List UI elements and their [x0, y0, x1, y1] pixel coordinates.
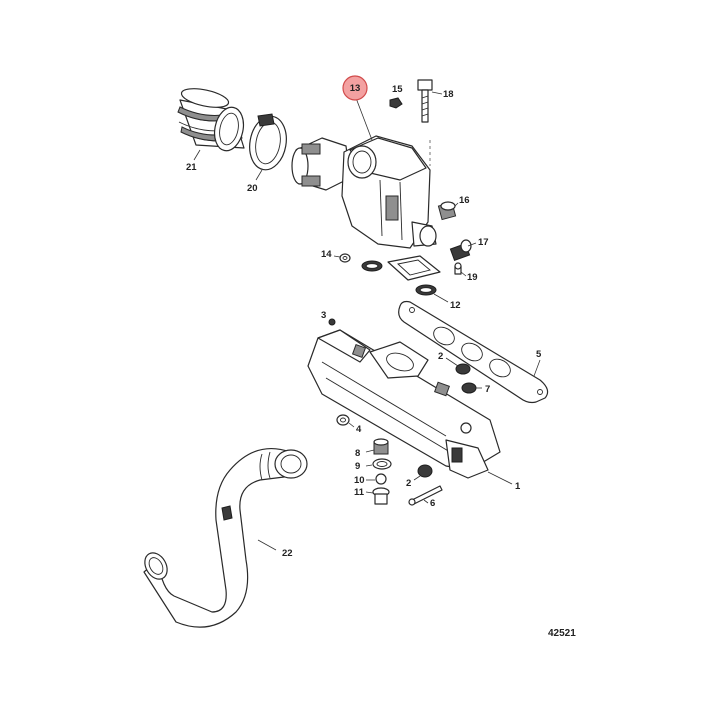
part-14-washer[interactable]	[339, 253, 351, 263]
part-9-seal[interactable]	[372, 458, 392, 470]
callout-2-lower[interactable]: 2	[406, 478, 411, 489]
part-8-fitting[interactable]	[373, 438, 389, 455]
part-18-bolt[interactable]	[417, 79, 433, 123]
part-4-washer[interactable]	[336, 414, 350, 426]
reference-number: 42521	[548, 628, 576, 639]
callout-16[interactable]: 16	[459, 195, 470, 206]
part-6-screw[interactable]	[408, 485, 443, 506]
callout-17[interactable]: 17	[478, 237, 489, 248]
callout-14[interactable]: 14	[321, 249, 332, 260]
part-15-nut[interactable]	[389, 97, 403, 109]
part-10-ball[interactable]	[375, 473, 387, 485]
part-3-stud[interactable]	[328, 318, 336, 326]
part-13-exhaust-elbow[interactable]	[291, 135, 437, 249]
highlight-circle	[342, 75, 368, 101]
part-17-plug[interactable]	[449, 239, 472, 262]
part-2-plug-lower[interactable]	[417, 464, 433, 478]
callout-2-upper[interactable]: 2	[438, 351, 443, 362]
part-1-exhaust-manifold[interactable]	[307, 329, 501, 479]
part-22-exhaust-pipe[interactable]	[140, 448, 308, 628]
callout-9[interactable]: 9	[355, 461, 360, 472]
callout-13[interactable]: 13	[350, 83, 361, 94]
callout-5[interactable]: 5	[536, 349, 542, 360]
callout-7[interactable]: 7	[485, 384, 490, 395]
callout-6[interactable]: 6	[430, 498, 435, 509]
callout-4[interactable]: 4	[356, 424, 362, 435]
callout-21[interactable]: 21	[186, 162, 197, 173]
part-16-fitting[interactable]	[437, 201, 457, 221]
callout-3[interactable]: 3	[321, 310, 326, 321]
callout-20[interactable]: 20	[247, 183, 258, 194]
part-21-exhaust-bellows[interactable]	[177, 85, 247, 153]
callout-22[interactable]: 22	[282, 548, 293, 559]
callout-10[interactable]: 10	[354, 475, 365, 486]
callout-1[interactable]: 1	[515, 481, 521, 492]
callout-15[interactable]: 15	[392, 84, 403, 95]
part-2-plug-upper[interactable]	[455, 363, 471, 375]
callout-12[interactable]: 12	[450, 300, 461, 311]
part-5-manifold-gasket[interactable]	[398, 300, 549, 404]
part-11-sensor[interactable]	[372, 487, 390, 505]
callout-19[interactable]: 19	[467, 272, 478, 283]
callout-11[interactable]: 11	[354, 487, 365, 498]
part-19-screw[interactable]	[454, 262, 462, 275]
callout-8[interactable]: 8	[355, 448, 360, 459]
callout-18[interactable]: 18	[443, 89, 454, 100]
part-7-plug[interactable]	[461, 382, 477, 394]
part-20-hose-clamp[interactable]	[246, 113, 291, 172]
part-12-gasket[interactable]	[361, 255, 441, 296]
